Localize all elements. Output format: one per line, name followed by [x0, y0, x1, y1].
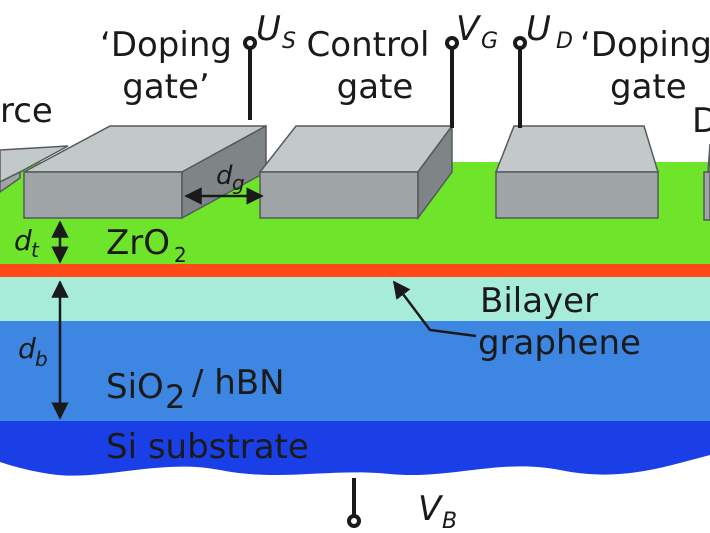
doping-gate-left-label-2: gate’	[122, 67, 209, 107]
vg-label-sub: G	[481, 29, 498, 54]
dg-label: d	[216, 161, 233, 191]
si-substrate-label: Si substrate	[106, 427, 309, 467]
bilayer-label-1: Bilayer	[480, 281, 598, 321]
doping-gate-right-label-1: ‘Doping’	[580, 25, 710, 65]
doping-gate-left-label-1: ‘Doping	[100, 25, 232, 65]
control-gate	[258, 123, 454, 221]
bilayer-label-2: graphene	[478, 323, 641, 363]
hbn-layer	[0, 321, 710, 421]
doping-gate-right-label-2: gate	[610, 67, 687, 107]
vg-terminal	[445, 36, 459, 50]
us-label-sub: S	[282, 29, 296, 54]
ud-terminal	[513, 36, 527, 50]
drain-gate	[703, 143, 710, 221]
source-label: rce	[0, 91, 53, 131]
dt-label-sub: t	[31, 238, 40, 262]
us-terminal	[243, 36, 257, 50]
control-gate-label-1: Control	[307, 25, 430, 65]
zro2-label-sub: 2	[174, 243, 187, 267]
control-gate-label-2: gate	[337, 67, 414, 107]
zro2-label: ZrO	[106, 223, 170, 263]
us-label: U	[256, 9, 281, 49]
drain-label: D	[692, 101, 710, 141]
dg-label-sub: g	[232, 171, 245, 195]
vb-label: V	[418, 489, 444, 529]
db-label-sub: b	[35, 347, 48, 371]
ud-label: U	[526, 9, 551, 49]
vb-terminal	[347, 514, 361, 528]
sio2-light-layer	[0, 277, 710, 321]
si-substrate-layer	[0, 421, 710, 476]
sio2-label: SiO	[106, 367, 164, 407]
source-gate	[0, 145, 69, 193]
db-label: d	[18, 332, 36, 365]
vb-label-sub: B	[442, 509, 457, 533]
ud-label-sub: D	[556, 29, 573, 54]
vg-label: V	[456, 9, 482, 49]
doping-gate-left	[23, 124, 267, 220]
graphene-pointer	[392, 280, 477, 338]
sio2-label-sub: 2	[165, 378, 185, 416]
graphene-layer	[0, 264, 710, 277]
doping-gate-right	[494, 125, 660, 219]
dt-label: d	[14, 224, 32, 257]
hbn-label: / hBN	[192, 363, 285, 403]
